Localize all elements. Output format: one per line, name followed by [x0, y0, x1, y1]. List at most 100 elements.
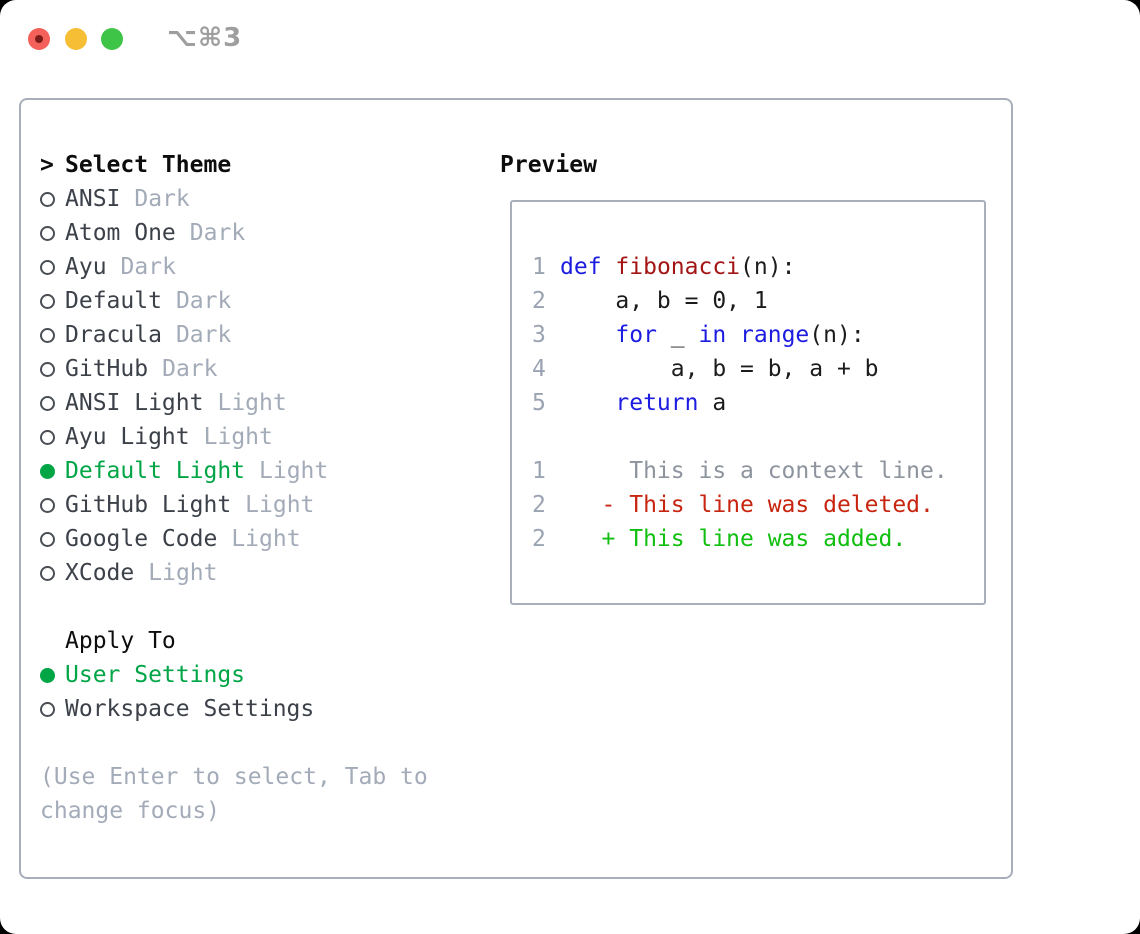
zoom-button[interactable]	[101, 28, 123, 50]
theme-variant-tag: Dark	[162, 356, 218, 382]
radio-unselected-icon	[40, 361, 65, 377]
theme-option-label: Dracula	[65, 322, 162, 348]
close-button-dot-icon	[35, 35, 43, 43]
radio-unselected-icon	[40, 429, 65, 445]
theme-variant-tag: Light	[259, 458, 329, 484]
code-token-pl: (n):	[740, 254, 796, 280]
help-text-line-1: (Use Enter to select, Tab to	[40, 764, 428, 790]
radio-selected-icon	[40, 667, 65, 683]
theme-option-default-light[interactable]: Default Light Light	[40, 454, 428, 488]
radio-unselected-icon	[40, 259, 65, 275]
theme-variant-tag: Dark	[120, 254, 176, 280]
code-line: 2 - This line was deleted.	[532, 488, 984, 522]
line-number: 1	[532, 458, 560, 484]
code-token-kw: def	[560, 254, 602, 280]
code-token-kw: return	[615, 390, 699, 416]
radio-selected-icon	[40, 463, 65, 479]
code-token-add: + This line was added.	[560, 526, 907, 552]
code-token-pl	[602, 254, 616, 280]
theme-option-ansi[interactable]: ANSI Dark	[40, 182, 428, 216]
theme-option-google-code[interactable]: Google Code Light	[40, 522, 428, 556]
code-token-fn: fibonacci	[615, 254, 741, 280]
theme-option-dracula[interactable]: Dracula Dark	[40, 318, 428, 352]
line-number: 1	[532, 254, 560, 280]
code-token-pl: (n):	[809, 322, 865, 348]
help-text-line-2: change focus)	[40, 798, 221, 824]
theme-variant-tag: Dark	[189, 220, 246, 246]
theme-variant-tag: Light	[245, 492, 315, 518]
code-token-pl: a, b = b, a + b	[560, 356, 879, 382]
code-token-pl: _	[656, 322, 699, 348]
code-token-pl: a, b = 0, 1	[560, 288, 768, 314]
theme-option-label: Ayu Light	[65, 424, 190, 450]
preview-title: Preview	[500, 152, 597, 178]
theme-variant-tag: Light	[231, 526, 301, 552]
theme-option-ansi-light[interactable]: ANSI Light Light	[40, 386, 428, 420]
code-token-ctx: This is a context line.	[560, 458, 948, 484]
code-line: 2 a, b = 0, 1	[532, 284, 984, 318]
radio-unselected-icon	[40, 531, 65, 547]
theme-option-github-light[interactable]: GitHub Light Light	[40, 488, 428, 522]
line-number: 2	[532, 492, 560, 518]
theme-option-ayu[interactable]: Ayu Dark	[40, 250, 428, 284]
theme-variant-tag: Dark	[175, 322, 232, 348]
line-number: 4	[532, 356, 560, 382]
code-line	[532, 420, 984, 454]
code-line: 5 return a	[532, 386, 984, 420]
apply-to-header: Apply To	[40, 624, 428, 658]
code-token-kw: for	[615, 322, 657, 348]
apply-option-label: User Settings	[65, 662, 246, 688]
line-number: 3	[532, 322, 560, 348]
theme-option-github[interactable]: GitHub Dark	[40, 352, 428, 386]
radio-unselected-icon	[40, 293, 65, 309]
code-line: 3 for _ in range(n):	[532, 318, 984, 352]
code-token-pl: a	[698, 390, 727, 416]
radio-unselected-icon	[40, 395, 65, 411]
radio-unselected-icon	[40, 327, 65, 343]
theme-option-label: Ayu	[65, 254, 107, 280]
list-spacer	[40, 726, 428, 760]
code-token-del: - This line was deleted.	[560, 492, 934, 518]
theme-option-label: Default Light	[65, 458, 246, 484]
theme-variant-tag: Dark	[134, 186, 190, 212]
theme-option-label: ANSI	[65, 186, 121, 212]
theme-variant-tag: Light	[217, 390, 287, 416]
apply-option-workspace-settings[interactable]: Workspace Settings	[40, 692, 428, 726]
radio-unselected-icon	[40, 701, 65, 717]
apply-to-title: Apply To	[65, 628, 176, 654]
minimize-button[interactable]	[65, 28, 87, 50]
code-line: 1 def fibonacci(n):	[532, 250, 984, 284]
code-line: 2 + This line was added.	[532, 522, 984, 556]
code-token-kw: in	[698, 322, 727, 348]
theme-option-label: Default	[65, 288, 162, 314]
theme-option-label: ANSI Light	[65, 390, 204, 416]
code-token-pl	[560, 322, 615, 348]
theme-variant-tag: Light	[148, 560, 218, 586]
theme-panel-title: Select Theme	[65, 152, 232, 178]
code-token-pl	[560, 390, 615, 416]
code-token-kw: range	[740, 322, 810, 348]
theme-option-xcode[interactable]: XCode Light	[40, 556, 428, 590]
radio-unselected-icon	[40, 225, 65, 241]
apply-option-label: Workspace Settings	[65, 696, 315, 722]
line-number: 5	[532, 390, 560, 416]
theme-option-label: XCode	[65, 560, 135, 586]
line-number: 2	[532, 288, 560, 314]
code-token-pl	[726, 322, 740, 348]
theme-option-label: GitHub	[65, 356, 149, 382]
close-button[interactable]	[28, 28, 50, 50]
radio-unselected-icon	[40, 497, 65, 513]
theme-option-label: Google Code	[65, 526, 218, 552]
apply-option-user-settings[interactable]: User Settings	[40, 658, 428, 692]
theme-option-label: GitHub Light	[65, 492, 232, 518]
code-line: 1 This is a context line.	[532, 454, 984, 488]
